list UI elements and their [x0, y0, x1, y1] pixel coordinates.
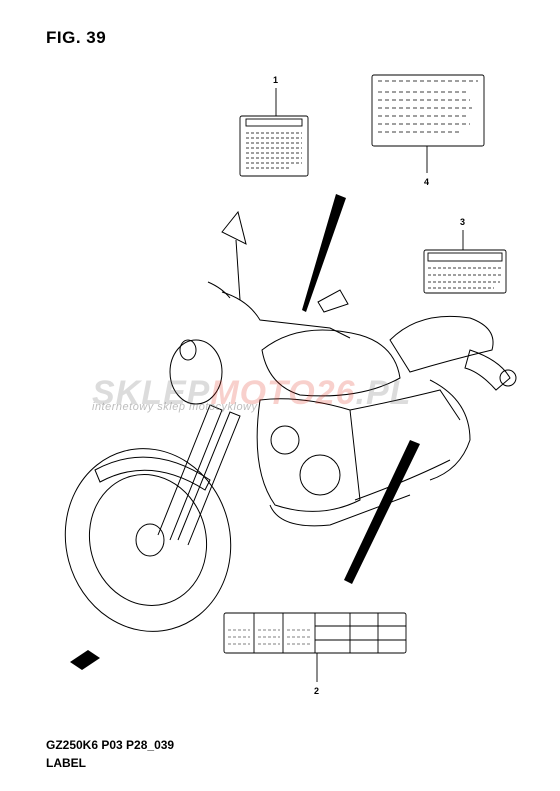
callout-3: 3: [460, 217, 466, 227]
figure-code: GZ250K6 P03 P28_039: [46, 738, 175, 752]
watermark: SKLEPMOTO26.PL: [92, 374, 411, 413]
label-2-info: [223, 612, 407, 654]
motorcycle-outline: [64, 210, 517, 632]
callout-4: 4: [424, 177, 430, 187]
label-1-warning: [239, 115, 309, 177]
watermark-brand-part2: MOTO26: [210, 374, 356, 412]
watermark-subtitle: internetowy sklep motocyklowy: [92, 401, 258, 413]
pointer-wedge-lower: [344, 440, 420, 584]
label-4-tire-info: [371, 74, 485, 147]
watermark-suffix: .PL: [355, 374, 412, 412]
callout-2: 2: [314, 686, 320, 696]
figure-title: FIG. 39: [46, 28, 107, 47]
pointer-wedge-upper: [302, 194, 346, 312]
watermark-brand-part1: SKLEP: [92, 374, 211, 412]
label-3-warning: [423, 249, 507, 294]
callout-1: 1: [273, 75, 279, 85]
fwd-arrow-icon: [70, 650, 100, 670]
figure-caption: LABEL: [46, 756, 86, 770]
